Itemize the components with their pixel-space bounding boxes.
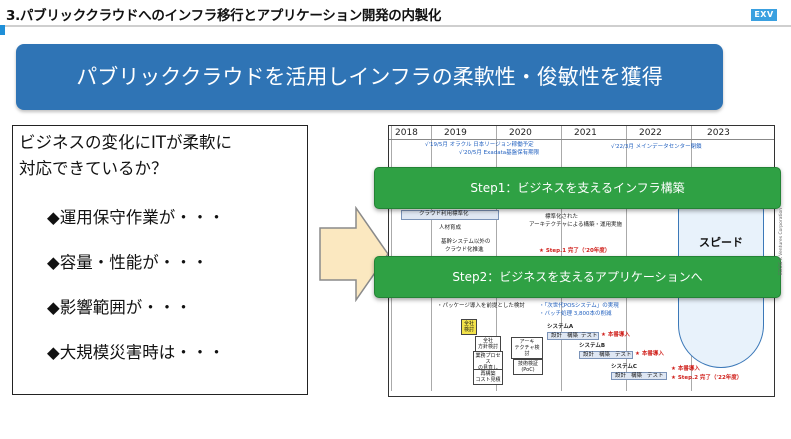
milestone-note: √'22/3月 メインデータセンター閉鎖 xyxy=(611,144,702,150)
question-line-2: 対応できているか？ xyxy=(19,159,168,178)
phase-label: 基幹システム以外の xyxy=(441,239,491,245)
year-label: 2022 xyxy=(639,128,662,138)
schedule-step: 構築 xyxy=(567,333,579,339)
header-accent-bar xyxy=(0,25,5,35)
concern-item: ◆影響範囲が・・・ xyxy=(47,298,192,317)
schedule-step: テスト xyxy=(581,333,598,339)
page-title: 3.パブリッククラウドへのインフラ移行とアプリケーション開発の内製化 xyxy=(6,8,442,24)
phase-label: クラウド利用標準化 xyxy=(419,211,469,217)
task-box: アーキ テクチャ検討 xyxy=(511,337,543,359)
schedule-step: 構築 xyxy=(599,352,611,358)
copyright-note: EDOG X Ventures Corporation xyxy=(778,208,784,275)
concern-item: ◆容量・性能が・・・ xyxy=(47,253,209,272)
milestone-note: √'19/5月 オラクル 日本リージョン稼働予定 xyxy=(425,142,534,148)
year-label: 2018 xyxy=(395,128,418,138)
right-arrow-icon xyxy=(319,206,389,302)
schedule-step: テスト xyxy=(615,352,632,358)
svg-text:EDOG X Ventures Corporation: EDOG X Ventures Corporation xyxy=(778,208,784,275)
question-box: ビジネスの変化にITが柔軟に 対応できているか？ ◆運用保守作業が・・・ ◆容量… xyxy=(12,125,308,395)
system-label: システムA xyxy=(547,324,574,330)
headline-banner: パブリッククラウドを活用しインフラの柔軟性・俊敏性を獲得 xyxy=(16,44,723,110)
task-box: 全社 方針検討 xyxy=(475,336,501,352)
milestone-star: ★ 本番導入 xyxy=(671,366,700,372)
milestone-note: √'20/5月 Exadata基盤保有期限 xyxy=(459,150,540,156)
phase-label: 人材育成 xyxy=(439,225,462,231)
phase-label: アーキテクチャによる構築・運用実施 xyxy=(529,222,622,228)
system-label: システムB xyxy=(579,343,606,349)
concern-item: ◆運用保守作業が・・・ xyxy=(47,208,225,227)
company-logo: EXV xyxy=(751,9,777,21)
question-line-1: ビジネスの変化にITが柔軟に xyxy=(19,133,232,152)
milestone-star: ★ Step.2 完了（'22年度） xyxy=(671,375,743,381)
year-label: 2020 xyxy=(509,128,532,138)
year-label: 2019 xyxy=(444,128,467,138)
concern-item: ◆大規模災害時は・・・ xyxy=(47,343,225,362)
step1-callout: Step1：ビジネスを支えるインフラ構築 xyxy=(374,167,781,209)
schedule-step: 構築 xyxy=(631,373,643,379)
schedule-bar xyxy=(579,351,633,359)
task-box: 全社 検討 xyxy=(461,319,477,335)
milestone-star: ★ 本番導入 xyxy=(635,351,664,357)
speed-label: スピード xyxy=(699,236,743,249)
header-divider xyxy=(0,25,791,27)
schedule-bar xyxy=(611,372,667,380)
milestone-star: ★ Step.1 完了（'20年度） xyxy=(539,248,611,254)
system-label: システムC xyxy=(611,364,637,370)
phase-bar xyxy=(401,210,499,220)
schedule-step: テスト xyxy=(647,373,664,379)
phase-label: 標準化された xyxy=(545,214,579,220)
schedule-step: 設計 xyxy=(583,352,595,358)
phase-label: ・バッチ処理 3,800本の削減 xyxy=(539,311,612,317)
phase-label: クラウド化推進 xyxy=(445,247,484,253)
year-label: 2023 xyxy=(707,128,730,138)
phase-label: ・パッケージ導入を前提とした検討 xyxy=(437,303,525,309)
schedule-step: 設計 xyxy=(551,333,563,339)
schedule-bar xyxy=(547,332,599,340)
task-box: 再構築 コスト見積 xyxy=(473,369,503,385)
step2-callout: Step2：ビジネスを支えるアプリケーションへ xyxy=(374,256,781,298)
year-header-rule xyxy=(389,139,774,140)
question-text: ビジネスの変化にITが柔軟に 対応できているか？ xyxy=(19,130,232,182)
milestone-star: ★ 本番導入 xyxy=(601,332,630,338)
year-label: 2021 xyxy=(574,128,597,138)
phase-label: ・「次世代POSシステム」の実現 xyxy=(539,303,619,309)
schedule-step: 設計 xyxy=(615,373,627,379)
task-box: 技術検証 (PoC) xyxy=(513,359,543,375)
